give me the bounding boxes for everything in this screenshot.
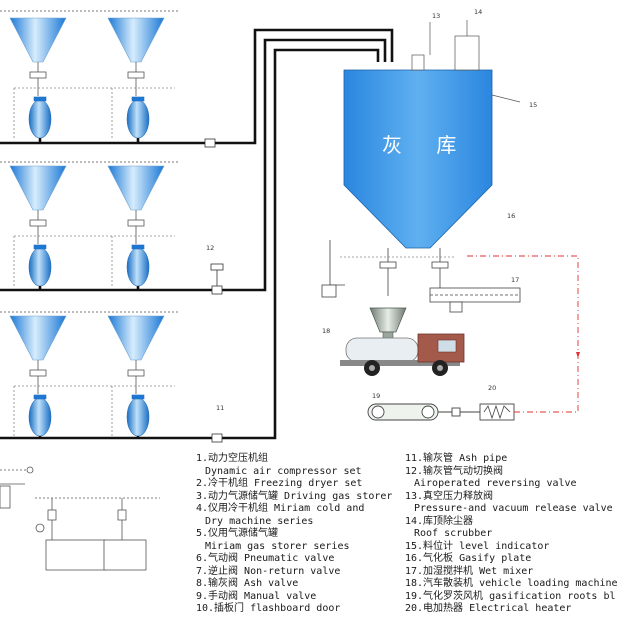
legend-item: 20.电加热器 Electrical heater [405,603,572,614]
legend-item: 8.输灰阀 Ash valve [196,578,299,589]
callout-13: 13 [432,12,440,20]
silo-discharge [321,240,456,298]
legend-item-en: Miriam gas storer series [205,540,350,552]
callout-18: 18 [322,327,330,335]
legend-item: 15.料位计 level indicator [405,540,550,552]
ash-silo: 灰 库 [343,20,521,249]
unit-row-3 [0,311,180,361]
legend-item-en: Roof scrubber [414,528,493,539]
legend-item: 4.仪用冷干机组 Miriam cold and [196,503,365,514]
legend-item: 14.库顶除尘器 [405,515,474,527]
callout-19: 19 [372,392,380,400]
legend-item: 1.动力空压机组 [196,453,269,464]
legend-item: 7.逆止阀 Non-return valve [196,565,341,577]
callout-11: 11 [216,404,224,412]
compressor-area [0,466,160,571]
bulk-truck [340,333,465,376]
callout-15: 15 [529,101,537,109]
legend-left: 1.动力空压机组 Dynamic air compressor set 2.冷干… [196,453,392,616]
callout-16: 16 [507,212,515,220]
callout-14: 14 [474,8,482,16]
electric-heater [479,403,515,421]
legend-item: 9.手动阀 Manual valve [196,590,317,602]
legend-item: 12.输灰管气动切换阀 [405,465,504,477]
legend-item: 10.插板门 flashboard door [196,603,341,614]
vehicle-loading-machine [369,307,407,341]
legend-item-en: Pressure-and vacuum release valve [414,503,613,514]
callout-20: 20 [488,384,496,392]
callout-17: 17 [511,276,519,284]
pneumatic-tanks [28,96,150,437]
unit-row-1 [0,10,180,63]
tank-stack [13,62,175,436]
legend-item-en: Airoperated reversing valve [414,478,577,489]
legend-item: 19.气化罗茨风机 gasification roots bl [405,590,616,602]
legend-item-en: Dry machine series [205,515,314,527]
legend-right: 11.输灰管 Ash pipe 12.输灰管气动切换阀 Airoperated … [405,453,618,616]
legend-item: 17.加湿搅拌机 Wet mixer [405,565,534,577]
legend-item: 2.冷干机组 Freezing dryer set [196,478,363,489]
gasify-air-line [464,255,579,413]
pipe-valves [204,138,224,443]
legend-item: 3.动力气源储气罐 Driving gas storer [196,490,393,502]
legend-item: 18.汽车散装机 vehicle loading machine [405,578,618,589]
legend-item-en: Dynamic air compressor set [205,465,362,477]
unit-row-2 [0,161,180,211]
roots-blower [367,403,480,421]
callout-numbers: 11 12 13 14 15 16 17 18 19 20 [206,8,537,412]
legend-item: 13.真空压力释放阀 [405,490,494,502]
legend-item: 6.气动阀 Pneumatic valve [196,553,335,564]
silo-label: 灰 库 [382,133,470,157]
ash-pipe [0,28,394,440]
legend-item: 5.仪用气源储气罐 [196,528,279,539]
legend-item: 16.气化板 Gasify plate [405,553,532,564]
wet-mixer [429,287,521,313]
callout-12: 12 [206,244,214,252]
legend-item: 11.输灰管 Ash pipe [405,453,508,464]
